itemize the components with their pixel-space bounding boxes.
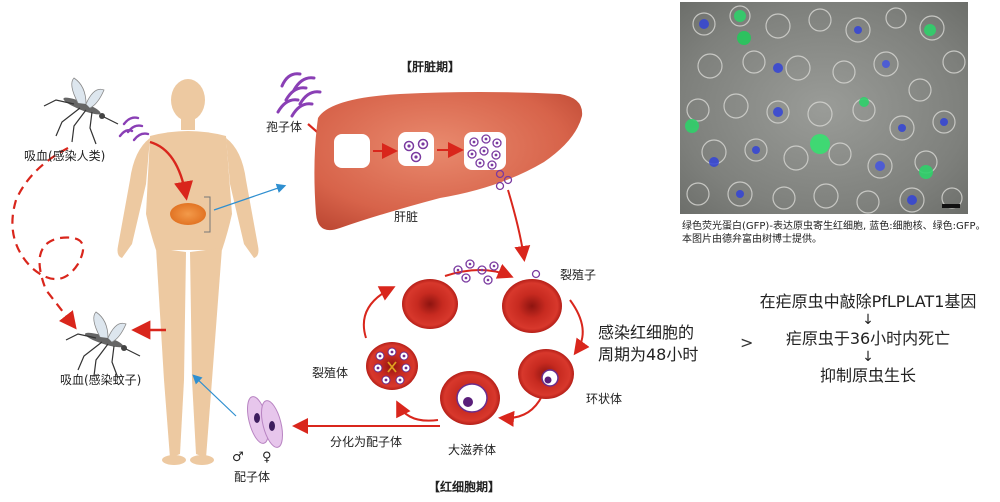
cycle-duration-text: 感染红细胞的 周期为48小时 [598,322,698,366]
liver-stage-title: 【肝脏期】 [400,60,461,74]
caption-line-2: 本图片由德弁富由树博士提供。 [682,234,822,245]
cycle-line-2: 周期为48小时 [598,345,699,364]
liver-label: 肝脏 [394,210,419,224]
effect-arrow-1: ↓ [862,312,874,328]
blood-infect-human-label: 吸血(感染人类) [24,149,106,163]
rbc-loop-arrow-2 [569,299,590,356]
mosquito-bottom-icon [65,311,141,379]
micrograph-cells [685,5,966,214]
sporozoite-label: 孢子体 [266,120,303,134]
hepatocyte-1 [334,134,370,168]
sporozoite-cluster [276,72,322,118]
effect-arrow-2: ↓ [862,349,874,365]
schizont-label: 裂殖体 [312,366,349,380]
gfp-micrograph [680,2,968,214]
rbc-loop-arrow-1 [444,263,514,279]
effect-step-1: 在疟原虫中敲除PfLPLAT1基因 [759,292,977,311]
female-symbol: ♀ [262,450,272,465]
rbc-stage-title: 【红细胞期】 [428,480,501,494]
mosquito-cycle-arrow [11,147,85,330]
knockout-effects: 在疟原虫中敲除PfLPLAT1基因 ↓ 疟原虫于36小时内死亡 ↓ 抑制原虫生长 [736,290,1000,387]
liver-organ-marker [170,203,206,225]
blood-infect-mosquito-label: 吸血(感染蚊子) [60,373,142,387]
liver-to-blood-arrow [507,189,531,262]
hepatocyte-3 [464,132,513,191]
rbc-top-left [402,279,458,329]
organ-bracket [204,196,211,233]
micrograph-caption: 绿色荧光蛋白(GFP)-表达原虫寄生红细胞, 蓝色:细胞核、绿色:GFP。 本图… [682,220,998,246]
gametocyte-to-body-arrow [192,374,237,417]
ring-label: 环状体 [586,392,623,406]
differentiate-label: 分化为配子体 [330,435,403,449]
rbc-loop-arrow-3 [498,395,543,427]
to-liver-stage-arrow [213,183,287,211]
rbc-top-right [502,279,562,333]
male-symbol: ♂ [232,450,244,465]
merozoite-label: 裂殖子 [560,268,597,282]
hepatocyte-2 [398,132,434,166]
human-body [117,79,259,465]
mosquito-top-icon [43,77,119,145]
rbc-ring-stage [518,349,574,399]
sporozoite-cluster-small [118,116,150,142]
caption-line-1: 绿色荧光蛋白(GFP)-表达原虫寄生红细胞, 蓝色:细胞核、绿色:GFP。 [682,221,986,232]
effect-step-3: 抑制原虫生长 [819,366,916,385]
free-merozoites [453,259,541,285]
rbc-schizont [366,342,418,390]
trophozoite-label: 大滋养体 [448,443,497,457]
cycle-line-1: 感染红细胞的 [598,323,695,342]
effect-step-2: 疟原虫于36小时内死亡 [785,329,951,348]
gametocyte-label: 配子体 [234,470,271,484]
greater-than-symbol: > [740,333,754,352]
rbc-loop-arrow-4 [396,400,439,422]
liver-illustration [314,92,583,231]
gametocytes-icon [247,396,283,448]
infection-arrow [149,140,193,201]
rbc-trophozoite [440,371,500,425]
rbc-loop-arrow-5 [362,286,396,339]
